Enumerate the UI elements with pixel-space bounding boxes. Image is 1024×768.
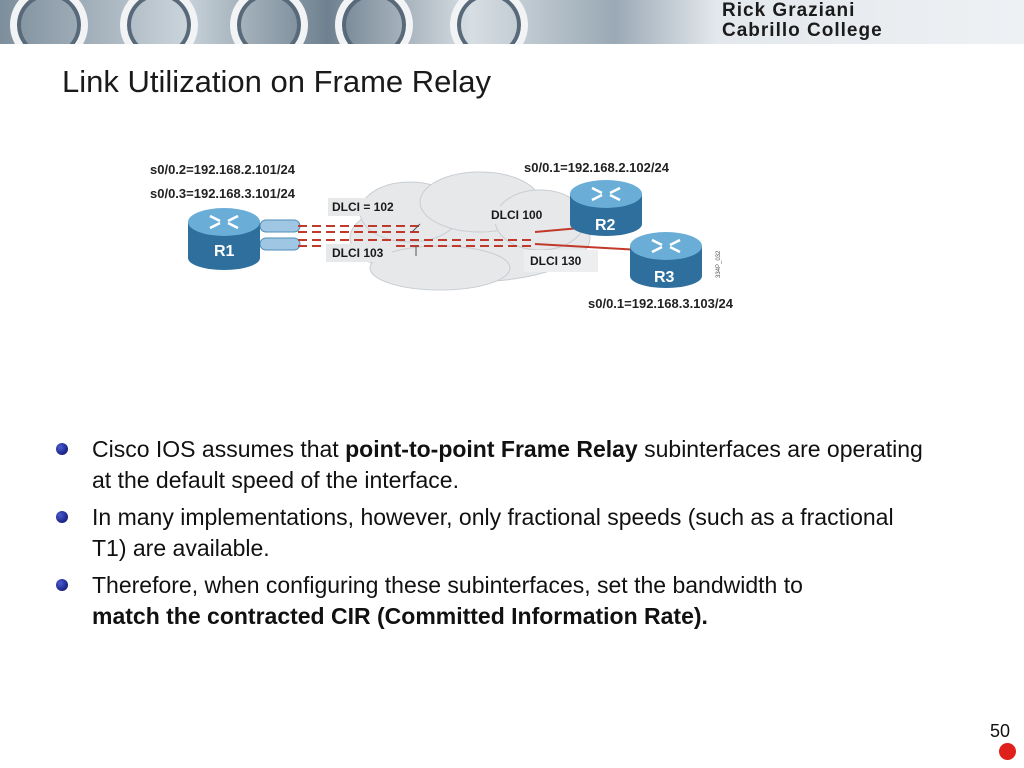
bullet-text: In many implementations, however, only f… [92, 504, 894, 561]
slide-title: Link Utilization on Frame Relay [62, 64, 492, 99]
red-marker-icon [999, 743, 1016, 760]
gear-graphic [335, 0, 413, 44]
serial-link-1 [259, 219, 301, 233]
bullet-text: Therefore, when configuring these subint… [92, 572, 803, 598]
bullet-dot-icon [56, 511, 68, 523]
page-number: 50 [990, 721, 1011, 741]
router-r3-label: R3 [654, 269, 675, 286]
dlci-103-box [326, 244, 392, 262]
pvc-lines-solid [534, 227, 641, 251]
college-name: Cabrillo College [722, 20, 883, 41]
pointer-line [411, 223, 421, 233]
router-r2-label: R2 [595, 217, 616, 234]
bullet-text: subinterfaces are operating at the defau… [92, 436, 923, 493]
r1-subinterface-label-1: s0/0.2=192.168.2.101/24 [150, 162, 296, 177]
dlci-102-label: DLCI = 102 [332, 200, 394, 214]
router-r1-label: R1 [214, 243, 235, 260]
bullet-item: In many implementations, however, only f… [52, 502, 932, 564]
dlci-103-label: DLCI 103 [332, 246, 384, 260]
author-name: Rick Graziani [722, 0, 856, 21]
figure-id: 334P_032 [716, 250, 722, 278]
bullet-dot-icon [56, 443, 68, 455]
gear-graphic [450, 0, 528, 44]
dlci-130-label: DLCI 130 [530, 254, 582, 268]
gear-graphic [10, 0, 88, 44]
r2-subinterface-label: s0/0.1=192.168.2.102/24 [524, 160, 670, 175]
bullet-list: Cisco IOS assumes that point-to-point Fr… [52, 434, 932, 638]
router-r3-icon: R3 [630, 232, 702, 288]
gear-graphic [120, 0, 198, 44]
dlci-100-box [486, 206, 546, 224]
bullet-bold-text: point-to-point Frame Relay [345, 436, 638, 462]
bullet-item: Cisco IOS assumes that point-to-point Fr… [52, 434, 932, 496]
bullet-item: Therefore, when configuring these subint… [52, 570, 932, 632]
bullet-bold-text: match the contracted CIR (Committed Info… [92, 603, 708, 629]
bullet-dot-icon [56, 579, 68, 591]
frame-relay-diagram: DLCI = 102 DLCI 103 DLCI 100 DLCI 130 R1… [150, 160, 734, 311]
dlci-102-box [328, 198, 414, 216]
router-r1-icon: R1 [188, 208, 260, 270]
bullet-text: Cisco IOS assumes that [92, 436, 346, 462]
dlci-130-box [524, 250, 598, 272]
gear-graphic [230, 0, 308, 44]
dlci-100-label: DLCI 100 [491, 208, 543, 222]
router-r2-icon: R2 [570, 180, 642, 236]
r3-subinterface-label: s0/0.1=192.168.3.103/24 [588, 296, 734, 311]
serial-link-2 [259, 237, 301, 251]
r1-subinterface-label-2: s0/0.3=192.168.3.101/24 [150, 186, 296, 201]
header-banner: Rick Graziani Cabrillo College [0, 0, 1024, 44]
